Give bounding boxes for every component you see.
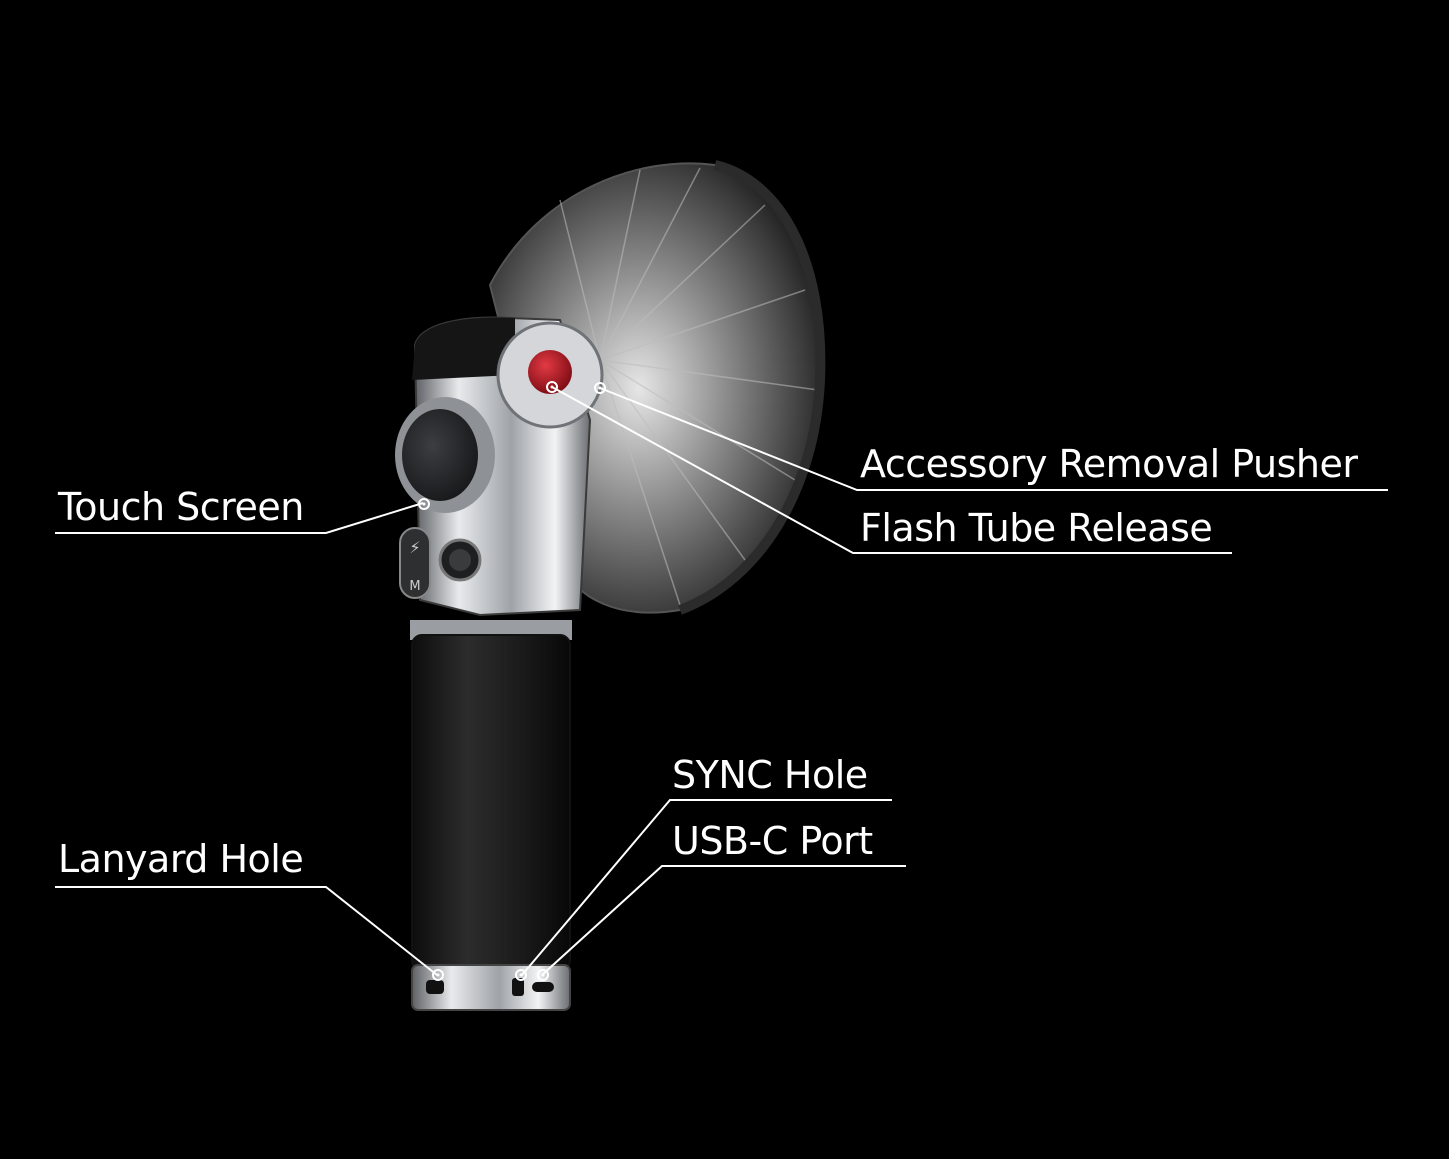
callout-markers	[418, 381, 606, 981]
mode-power-icon[interactable]: M	[409, 579, 420, 594]
lanyard-hole	[426, 980, 444, 994]
label-sync-hole: SYNC Hole	[672, 753, 868, 797]
flash-head: ⚡ M	[395, 316, 604, 617]
label-usb-c-port: USB-C Port	[672, 819, 873, 863]
label-flash-tube-release: Flash Tube Release	[860, 506, 1213, 550]
label-touch-screen: Touch Screen	[58, 485, 304, 529]
callout-leader-lines	[55, 386, 1388, 976]
label-lanyard-hole: Lanyard Hole	[58, 837, 304, 881]
label-accessory-removal-pusher: Accessory Removal Pusher	[860, 442, 1358, 486]
accessory-removal-pusher-button[interactable]	[528, 350, 572, 394]
touch-screen-display[interactable]	[402, 409, 478, 501]
usb-c-port[interactable]	[532, 982, 554, 992]
handle	[410, 620, 572, 1011]
flash-bolt-icon[interactable]: ⚡	[409, 538, 420, 557]
sync-port[interactable]	[512, 978, 524, 996]
